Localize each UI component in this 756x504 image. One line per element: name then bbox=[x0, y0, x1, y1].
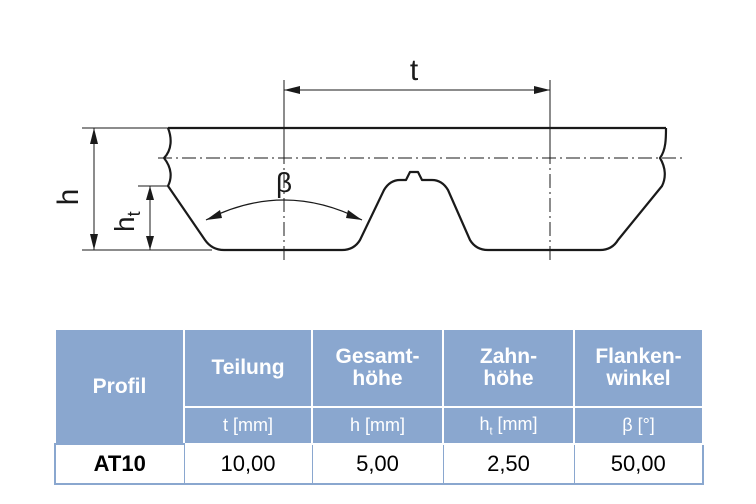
tooth-height-arrow-top bbox=[146, 186, 154, 200]
flank-angle-label: β bbox=[276, 167, 292, 198]
cell-teilung: 10,00 bbox=[183, 443, 313, 485]
unit-gesamthoehe: h [mm] bbox=[311, 406, 444, 445]
belt-profile-diagram: t h ht β bbox=[52, 54, 682, 262]
tooth-height-label: ht bbox=[109, 211, 144, 232]
flank-angle-arc bbox=[205, 199, 363, 221]
header-teilung: Teilung bbox=[183, 330, 313, 408]
cell-profil: AT10 bbox=[54, 443, 185, 485]
pitch-label: t bbox=[410, 54, 419, 87]
unit-flankenwinkel: β [°] bbox=[573, 406, 704, 445]
cell-gesamthoehe: 5,00 bbox=[311, 443, 444, 485]
header-flankenwinkel: Flanken- winkel bbox=[573, 330, 704, 408]
belt-outline bbox=[162, 126, 668, 252]
tooth-height-arrow-bottom bbox=[146, 236, 154, 250]
pitch-arrow-left bbox=[284, 86, 300, 94]
cell-flankenwinkel: 50,00 bbox=[573, 443, 704, 485]
unit-zahnhoehe: ht [mm] bbox=[442, 406, 575, 445]
height-label: h bbox=[52, 189, 85, 206]
header-gesamthoehe: Gesamt- höhe bbox=[311, 330, 444, 408]
height-arrow-top bbox=[90, 128, 98, 144]
unit-teilung: t [mm] bbox=[183, 406, 313, 445]
cell-zahnhoehe: 2,50 bbox=[442, 443, 575, 485]
spec-table: Profil Teilung Gesamt- höhe Zahn- höhe F… bbox=[54, 330, 704, 485]
header-profil: Profil bbox=[54, 330, 185, 445]
unit-zahnhoehe-sub: t bbox=[489, 425, 493, 438]
header-zahnhoehe: Zahn- höhe bbox=[442, 330, 575, 408]
flank-angle-arrow-right bbox=[346, 210, 362, 220]
tooth-height-label-sub: t bbox=[124, 211, 144, 216]
flank-angle-arrow-left bbox=[206, 210, 222, 220]
pitch-arrow-right bbox=[534, 86, 550, 94]
table-row: AT10 10,00 5,00 2,50 50,00 bbox=[54, 443, 704, 485]
height-arrow-bottom bbox=[90, 234, 98, 250]
